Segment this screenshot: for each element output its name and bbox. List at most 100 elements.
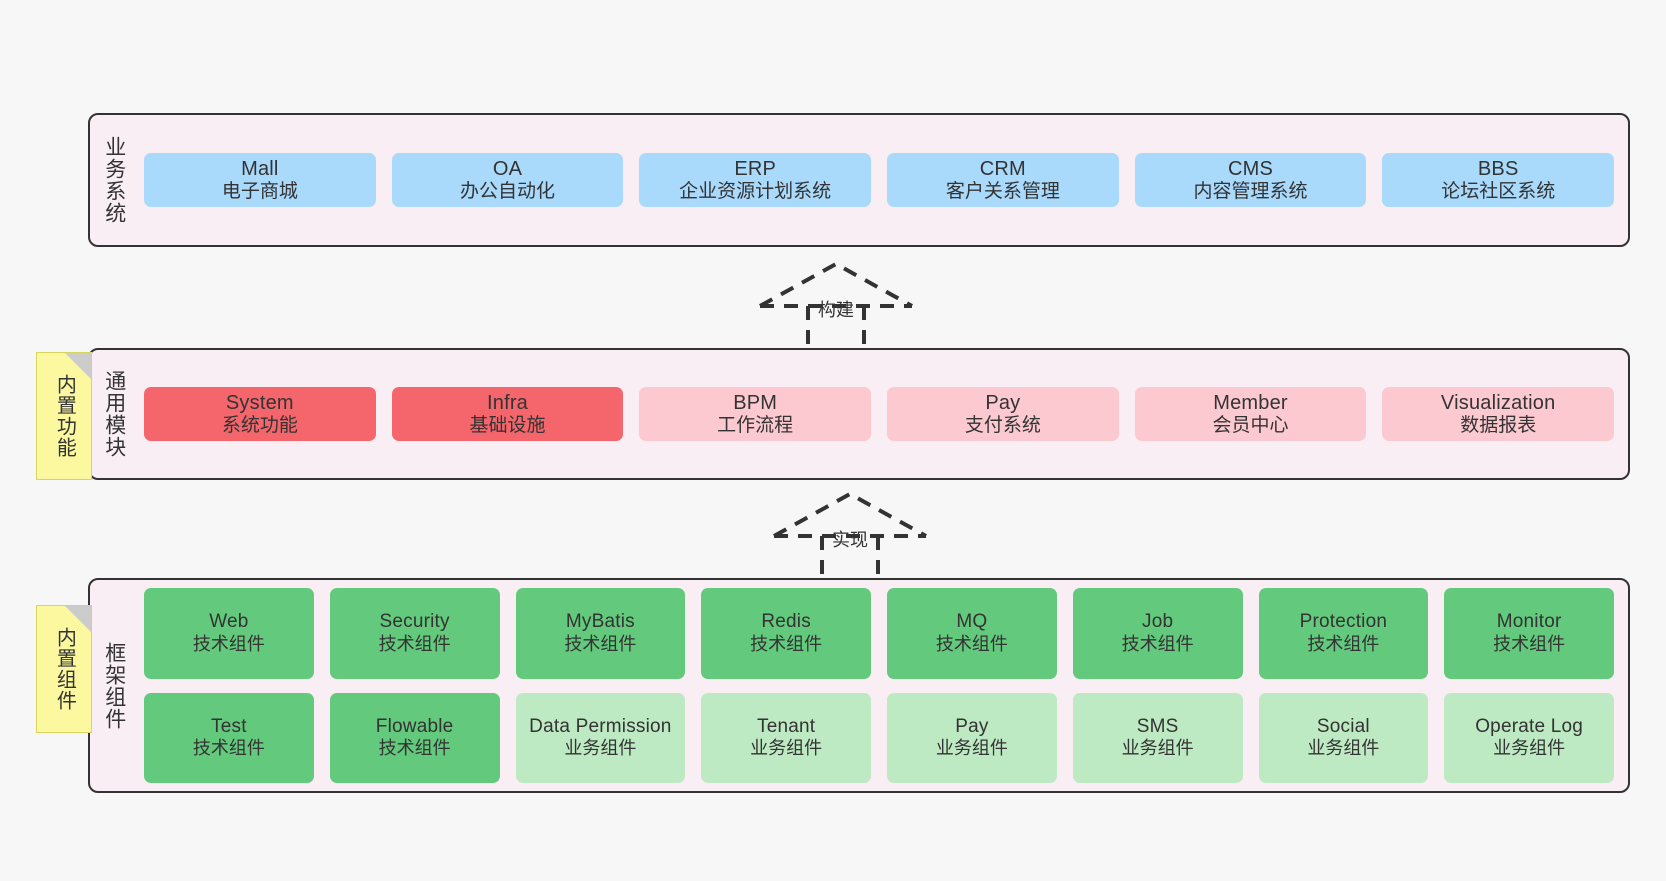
card-title-en: BPM bbox=[733, 391, 778, 414]
card-protection[interactable]: Protection 技术组件 bbox=[1258, 588, 1429, 679]
card-social[interactable]: Social 业务组件 bbox=[1258, 692, 1429, 783]
card-title-en: Tenant bbox=[757, 715, 816, 737]
card-security[interactable]: Security 技术组件 bbox=[329, 588, 500, 679]
card-title-en: Redis bbox=[761, 611, 811, 633]
card-title-cn: 业务组件 bbox=[1121, 738, 1194, 759]
card-monitor[interactable]: Monitor 技术组件 bbox=[1444, 588, 1614, 679]
card-title-en: CRM bbox=[979, 157, 1026, 180]
card-title-cn: 数据报表 bbox=[1460, 414, 1537, 436]
card-title-cn: 论坛社区系统 bbox=[1441, 180, 1556, 202]
card-redis[interactable]: Redis 技术组件 bbox=[701, 588, 871, 679]
layer-title-business-system: 业务系统 bbox=[102, 136, 126, 224]
card-job[interactable]: Job 技术组件 bbox=[1072, 588, 1243, 679]
card-test[interactable]: Test 技术组件 bbox=[144, 692, 314, 783]
card-title-en: Data Permission bbox=[529, 715, 672, 737]
card-title-cn: 技术组件 bbox=[192, 633, 265, 654]
note-fold-corner-icon bbox=[65, 353, 91, 379]
card-pay-business[interactable]: Pay 业务组件 bbox=[887, 692, 1057, 783]
card-title-en: Test bbox=[211, 715, 247, 737]
card-title-en: Web bbox=[209, 611, 249, 633]
card-title-en: System bbox=[225, 391, 294, 414]
layer-framework-components: 框架组件 Web 技术组件 Security 技术组件 MyBatis 技术组件… bbox=[88, 578, 1630, 793]
card-mall[interactable]: Mall 电子商城 bbox=[144, 152, 376, 208]
layer-business-system: 业务系统 Mall 电子商城 OA 办公自动化 ERP 企业资源计划系统 CRM… bbox=[88, 113, 1630, 247]
layer-body-business-system: Mall 电子商城 OA 办公自动化 ERP 企业资源计划系统 CRM 客户关系… bbox=[138, 115, 1628, 245]
card-bbs[interactable]: BBS 论坛社区系统 bbox=[1382, 152, 1615, 208]
card-title-cn: 业务组件 bbox=[750, 738, 823, 759]
layer-title-common-modules: 通用模块 bbox=[102, 370, 126, 458]
card-title-en: Member bbox=[1213, 391, 1288, 414]
card-row-business-components: Test 技术组件 Flowable 技术组件 Data Permission … bbox=[144, 692, 1614, 783]
card-title-en: Flowable bbox=[375, 715, 454, 737]
card-mq[interactable]: MQ 技术组件 bbox=[887, 588, 1057, 679]
card-title-en: Visualization bbox=[1440, 391, 1556, 414]
card-title-en: Mall bbox=[241, 157, 279, 180]
card-title-cn: 内容管理系统 bbox=[1193, 180, 1308, 202]
card-title-en: Pay bbox=[955, 715, 989, 737]
connector-implement: 实现 bbox=[762, 488, 938, 580]
card-infra[interactable]: Infra 基础设施 bbox=[391, 386, 624, 442]
card-title-cn: 业务组件 bbox=[935, 738, 1008, 759]
card-sms[interactable]: SMS 业务组件 bbox=[1072, 692, 1243, 783]
card-title-cn: 技术组件 bbox=[564, 633, 637, 654]
card-title-en: ERP bbox=[734, 157, 777, 180]
card-title-cn: 客户关系管理 bbox=[945, 180, 1060, 202]
card-data-permission[interactable]: Data Permission 业务组件 bbox=[515, 692, 686, 783]
layer-body-framework-components: Web 技术组件 Security 技术组件 MyBatis 技术组件 Redi… bbox=[138, 580, 1628, 791]
card-title-en: Job bbox=[1142, 611, 1174, 633]
layer-title-framework-components: 框架组件 bbox=[102, 641, 126, 730]
card-visualization[interactable]: Visualization 数据报表 bbox=[1382, 386, 1615, 442]
card-tenant[interactable]: Tenant 业务组件 bbox=[701, 692, 871, 783]
card-title-en: Monitor bbox=[1496, 611, 1562, 633]
card-title-cn: 业务组件 bbox=[564, 738, 637, 759]
card-title-cn: 技术组件 bbox=[750, 633, 823, 654]
card-title-cn: 企业资源计划系统 bbox=[679, 180, 832, 202]
card-title-cn: 技术组件 bbox=[378, 738, 451, 759]
generalization-arrow-icon bbox=[759, 261, 913, 350]
card-title-en: SMS bbox=[1136, 715, 1179, 737]
card-title-en: BBS bbox=[1477, 157, 1519, 180]
note-builtin-functions-label: 内置功能 bbox=[53, 374, 76, 458]
note-builtin-components-label: 内置组件 bbox=[53, 627, 76, 711]
layer-common-modules: 通用模块 System 系统功能 Infra 基础设施 BPM 工作流程 Pay… bbox=[88, 348, 1630, 480]
card-title-cn: 办公自动化 bbox=[460, 180, 556, 202]
card-title-en: Infra bbox=[486, 391, 529, 414]
card-cms[interactable]: CMS 内容管理系统 bbox=[1134, 152, 1367, 208]
card-title-cn: 会员中心 bbox=[1212, 414, 1289, 436]
card-title-cn: 业务组件 bbox=[1307, 738, 1380, 759]
card-title-cn: 支付系统 bbox=[964, 414, 1041, 436]
card-title-cn: 技术组件 bbox=[1307, 633, 1380, 654]
card-web[interactable]: Web 技术组件 bbox=[144, 588, 314, 679]
card-member[interactable]: Member 会员中心 bbox=[1134, 386, 1367, 442]
card-title-en: Pay bbox=[985, 391, 1021, 414]
connector-build: 构建 bbox=[748, 258, 924, 350]
note-builtin-functions[interactable]: 内置功能 bbox=[36, 352, 92, 480]
card-title-en: MyBatis bbox=[565, 611, 635, 633]
card-title-en: Social bbox=[1316, 715, 1370, 737]
card-row-business: Mall 电子商城 OA 办公自动化 ERP 企业资源计划系统 CRM 客户关系… bbox=[144, 152, 1615, 208]
card-erp[interactable]: ERP 企业资源计划系统 bbox=[639, 152, 872, 208]
card-title-cn: 技术组件 bbox=[192, 738, 265, 759]
card-row-common: System 系统功能 Infra 基础设施 BPM 工作流程 Pay 支付系统… bbox=[144, 386, 1615, 442]
card-flowable[interactable]: Flowable 技术组件 bbox=[329, 692, 500, 783]
card-title-cn: 技术组件 bbox=[378, 633, 451, 654]
card-title-en: OA bbox=[492, 157, 523, 180]
note-builtin-components[interactable]: 内置组件 bbox=[36, 605, 92, 733]
card-pay[interactable]: Pay 支付系统 bbox=[887, 386, 1119, 442]
card-mybatis[interactable]: MyBatis 技术组件 bbox=[515, 588, 686, 679]
card-title-cn: 业务组件 bbox=[1493, 738, 1566, 759]
card-title-cn: 工作流程 bbox=[717, 414, 794, 436]
card-title-cn: 技术组件 bbox=[1493, 633, 1566, 654]
card-system[interactable]: System 系统功能 bbox=[144, 386, 376, 442]
card-operate-log[interactable]: Operate Log 业务组件 bbox=[1444, 692, 1614, 783]
card-title-en: Operate Log bbox=[1475, 715, 1584, 737]
card-title-en: Protection bbox=[1299, 611, 1388, 633]
generalization-arrow-icon bbox=[773, 491, 927, 580]
card-bpm[interactable]: BPM 工作流程 bbox=[639, 386, 872, 442]
card-oa[interactable]: OA 办公自动化 bbox=[391, 152, 624, 208]
layer-body-common-modules: System 系统功能 Infra 基础设施 BPM 工作流程 Pay 支付系统… bbox=[138, 350, 1628, 478]
card-crm[interactable]: CRM 客户关系管理 bbox=[887, 152, 1119, 208]
note-fold-corner-icon bbox=[65, 606, 91, 632]
card-title-en: CMS bbox=[1228, 157, 1274, 180]
